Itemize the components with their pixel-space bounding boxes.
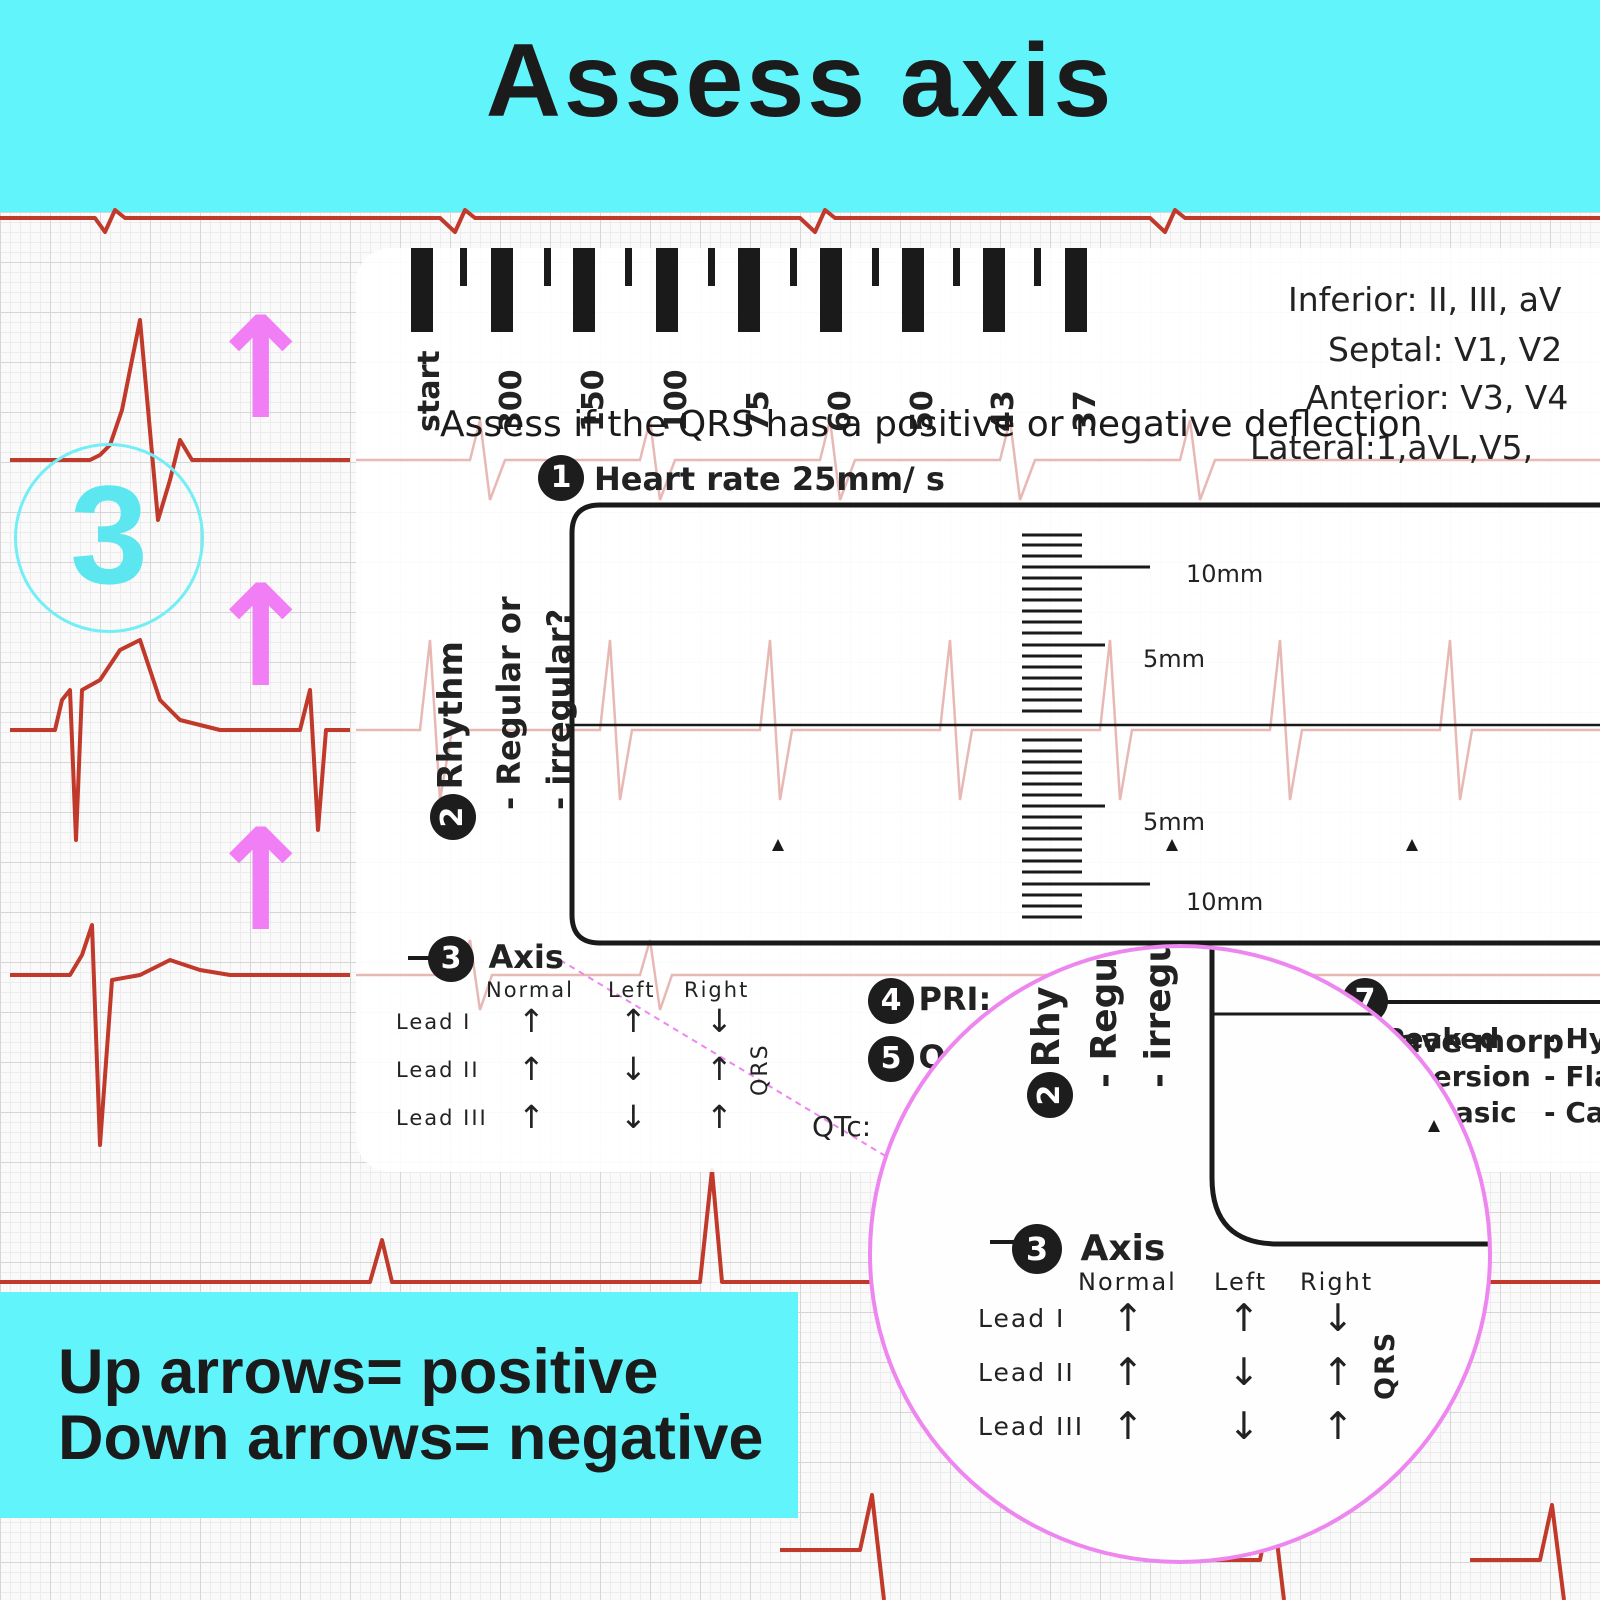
up-arrow-icon: ↑ xyxy=(1322,1404,1354,1448)
magnifier-col-left: Left xyxy=(1214,1268,1268,1296)
axis-magnifier: 2 Rhy - Regu - irregu 3 Axis Normal Left… xyxy=(868,944,1492,1564)
up-arrow-icon: ↑ xyxy=(202,800,320,963)
step-number: 3 xyxy=(70,456,148,613)
rhythm-line-1: - Regular or xyxy=(490,596,528,810)
step-badge-1: 1 xyxy=(538,455,584,501)
step-badge-2: 2 xyxy=(430,794,476,840)
qtc-label: QTc: xyxy=(812,1110,872,1143)
magnifier-col-right: Right xyxy=(1300,1268,1374,1296)
axis-col-right: Right xyxy=(684,978,750,1002)
magnifier-graphics xyxy=(990,948,1488,1247)
ecg-trace-top xyxy=(0,208,1600,234)
step5-heading: 5 Q xyxy=(868,1036,946,1082)
axis-col-left: Left xyxy=(608,978,656,1002)
axis-lead-label: Lead I xyxy=(396,1010,472,1034)
pri-label: PRI: xyxy=(918,980,992,1018)
page-title: Assess axis xyxy=(485,23,1115,139)
rhythm-measure-box xyxy=(569,502,1600,946)
axis-title: Axis xyxy=(488,938,564,976)
leads-lateral: Lateral:1,aVL,V5, xyxy=(1250,428,1534,467)
ecg-trace-lead-2 xyxy=(10,638,350,842)
legend-box xyxy=(0,1292,798,1518)
leads-septal: Septal: V1, V2 xyxy=(1328,330,1563,369)
up-arrow-icon: ↑ xyxy=(620,1002,647,1040)
axis-lead-label: Lead III xyxy=(396,1106,488,1130)
magnifier-step-badge-3: 3 xyxy=(1012,1224,1062,1274)
mm-label: 5mm xyxy=(1143,645,1206,673)
step-badge-5: 5 xyxy=(868,1036,914,1082)
down-arrow-icon: ↓ xyxy=(706,1002,733,1040)
magnifier-rhythm-title: Rhy xyxy=(1024,986,1068,1068)
up-arrow-icon: ↑ xyxy=(518,1002,545,1040)
up-arrow-icon: ↑ xyxy=(518,1098,545,1136)
mm-label: 10mm xyxy=(1186,888,1264,916)
twave-item: - Fla xyxy=(1544,1060,1600,1093)
leads-anterior: Anterior: V3, V4 xyxy=(1306,378,1569,417)
up-arrow-icon: ↑ xyxy=(202,288,320,451)
legend-negative: Down arrows= negative xyxy=(58,1403,764,1473)
down-arrow-icon: ↓ xyxy=(1228,1350,1260,1394)
heart-rate-label: Heart rate 25mm/ s xyxy=(594,460,945,498)
twave-item: - Hy xyxy=(1544,1022,1600,1055)
down-arrow-icon: ↓ xyxy=(1228,1404,1260,1448)
leads-inferior: Inferior: II, III, aV xyxy=(1288,280,1562,319)
triangle-marker-icon xyxy=(772,839,1418,851)
up-arrow-icon: ↑ xyxy=(1322,1350,1354,1394)
step-indicator-circle xyxy=(14,443,204,633)
down-arrow-icon: ↓ xyxy=(620,1098,647,1136)
up-arrow-icon: ↑ xyxy=(1112,1404,1144,1448)
up-arrow-icon: ↑ xyxy=(706,1050,733,1088)
faint-trace-mid xyxy=(356,639,1600,801)
magnifier-rhythm-line-2: - irregu xyxy=(1138,944,1179,1088)
magnifier-rhythm-line-1: - Regu xyxy=(1084,956,1125,1088)
magnifier-lead-label: Lead III xyxy=(978,1412,1085,1441)
up-arrow-icon: ↑ xyxy=(1228,1296,1260,1340)
instruction-text: Assess if the QRS has a positive or nega… xyxy=(440,404,1423,445)
rhythm-line-2: - irregular? xyxy=(540,608,578,810)
up-arrow-icon: ↑ xyxy=(1112,1350,1144,1394)
magnifier-lead-label: Lead I xyxy=(978,1304,1066,1333)
twave-item: - Ca xyxy=(1544,1096,1600,1129)
rate-tick-bars xyxy=(411,248,1087,332)
magnifier-rhythm-heading: 2 Rhy xyxy=(1024,986,1073,1118)
legend-positive: Up arrows= positive xyxy=(58,1337,659,1407)
up-arrow-icon: ↑ xyxy=(1112,1296,1144,1340)
magnifier-lead-label: Lead II xyxy=(978,1358,1075,1387)
axis-qrs-label: QRS xyxy=(748,1043,773,1096)
magnifier-step-badge-2: 2 xyxy=(1027,1072,1073,1118)
magnifier-qrs-label: QRS xyxy=(1370,1330,1401,1400)
down-arrow-icon: ↓ xyxy=(1322,1296,1354,1340)
up-arrow-icon: ↑ xyxy=(518,1050,545,1088)
up-arrow-icon: ↑ xyxy=(706,1098,733,1136)
magnifier-axis-heading: 3 Axis xyxy=(1012,1224,1165,1274)
pri-heading: 4 PRI: xyxy=(868,978,991,1024)
axis-col-normal: Normal xyxy=(486,978,574,1002)
title-banner xyxy=(0,0,1600,212)
axis-lead-label: Lead II xyxy=(396,1058,480,1082)
magnifier-axis-title: Axis xyxy=(1080,1228,1166,1269)
heart-rate-heading: 1 xyxy=(538,455,584,501)
rhythm-heading: 2 Rhythm xyxy=(430,641,476,840)
ecg-trace-lead-3 xyxy=(10,923,350,1147)
up-arrow-icon: ↑ xyxy=(202,556,320,719)
magnifier-col-normal: Normal xyxy=(1078,1268,1177,1296)
axis-heading: 3 Axis xyxy=(428,936,564,982)
down-arrow-icon: ↓ xyxy=(620,1050,647,1088)
mm-scale xyxy=(1022,533,1150,919)
ecg-trace-bottom xyxy=(0,1168,1600,1284)
rhythm-title: Rhythm xyxy=(431,641,471,790)
mm-label: 10mm xyxy=(1186,560,1264,588)
faint-trace-top xyxy=(356,419,1600,501)
mm-label: 5mm xyxy=(1143,808,1206,836)
step-badge-4: 4 xyxy=(868,978,914,1024)
step-badge-3: 3 xyxy=(428,936,474,982)
